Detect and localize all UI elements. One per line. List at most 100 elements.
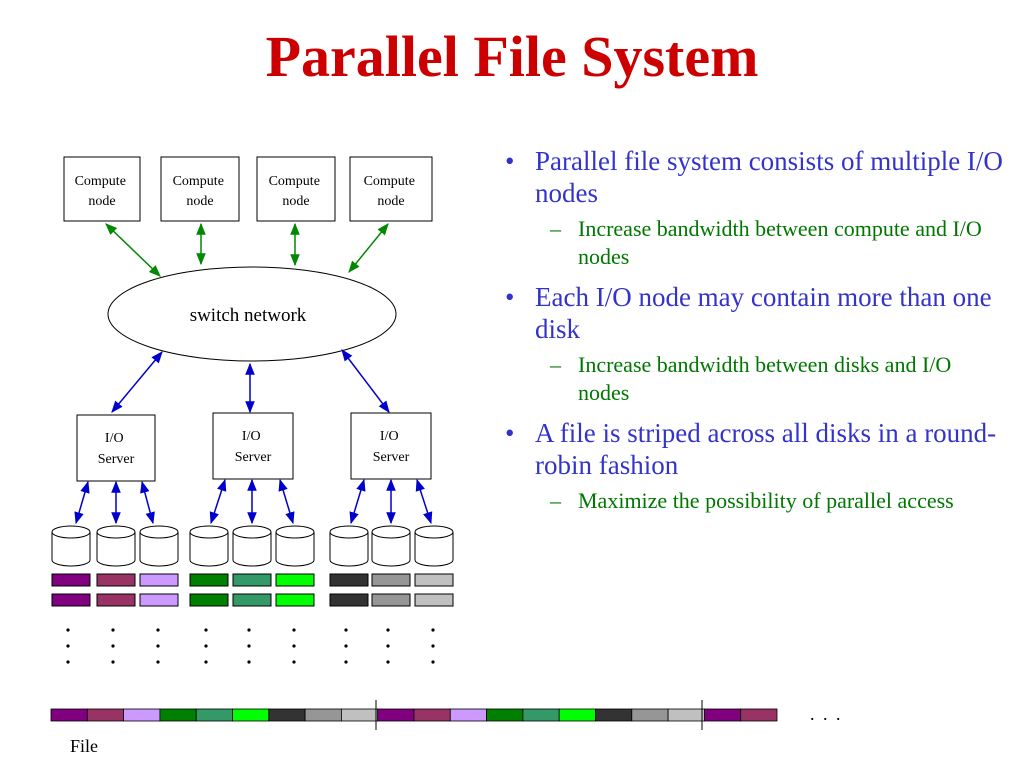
dot — [431, 644, 435, 648]
dot — [204, 660, 208, 664]
disk-icon — [139, 525, 179, 567]
stripe-block — [96, 573, 136, 587]
slide-title: Parallel File System — [265, 24, 759, 89]
file-stripe-block — [159, 708, 197, 722]
stripe-block — [96, 593, 136, 607]
io-server-label: Server — [373, 450, 410, 465]
sub-bullet-item: – Maximize the possibility of parallel a… — [493, 487, 1008, 515]
bullet-text: Parallel file system consists of multipl… — [535, 146, 1003, 208]
stripe-block — [189, 573, 229, 587]
disk-icon — [96, 525, 136, 567]
stripe-block — [329, 573, 369, 587]
file-stripe-block — [232, 708, 270, 722]
file-stripe-block — [667, 708, 705, 722]
dot — [292, 660, 296, 664]
file-stripe-block — [413, 708, 451, 722]
file-label: File — [70, 736, 98, 756]
dot — [111, 644, 115, 648]
dot — [66, 644, 70, 648]
file-stripe-block — [704, 708, 742, 722]
compute-node-label: node — [377, 194, 404, 209]
dot — [386, 644, 390, 648]
stripe-block — [51, 593, 91, 607]
dot — [247, 628, 251, 632]
dot — [344, 644, 348, 648]
compute-node-label: Compute — [269, 174, 320, 189]
compute-node-label: node — [88, 194, 115, 209]
svg-text:Compute node: Compute node — [173, 174, 228, 209]
svg-text:Compute node: Compute node — [75, 174, 130, 209]
file-stripe-block — [486, 708, 524, 722]
compute-node-label: Compute — [173, 174, 224, 189]
file-stripe-block — [195, 708, 233, 722]
compute-node: Compute node — [256, 156, 336, 222]
dot — [247, 644, 251, 648]
switch-network: switch network — [107, 266, 397, 362]
file-stripe-block — [123, 708, 161, 722]
dot — [431, 628, 435, 632]
bullet-marker: • — [505, 282, 515, 312]
stripe-block — [414, 573, 454, 587]
stripe-block — [139, 573, 179, 587]
dot — [111, 628, 115, 632]
disk-link-arrow — [278, 478, 295, 525]
bullet-item: • A file is striped across all disks in … — [493, 417, 1008, 481]
dot — [111, 660, 115, 664]
dash-marker: – — [550, 352, 561, 377]
dot — [431, 660, 435, 664]
continuation-dots — [66, 628, 435, 664]
dash-marker: – — [550, 488, 561, 513]
dot — [156, 644, 160, 648]
file-stripe-block — [50, 708, 88, 722]
dot — [386, 660, 390, 664]
dot — [156, 628, 160, 632]
compute-node-label: Compute — [364, 174, 415, 189]
dot — [386, 628, 390, 632]
io-link-arrow — [341, 349, 390, 413]
io-server-label: I/O — [380, 429, 399, 444]
disk-group — [51, 525, 454, 567]
stripe-block — [139, 593, 179, 607]
dot — [204, 628, 208, 632]
file-stripe-block — [558, 708, 596, 722]
bullet-list: • Parallel file system consists of multi… — [493, 145, 1008, 525]
file-stripe-block — [304, 708, 342, 722]
bullet-item: • Parallel file system consists of multi… — [493, 145, 1008, 209]
disk-link-arrow — [209, 478, 227, 525]
stripe-block — [414, 593, 454, 607]
dot — [66, 660, 70, 664]
sub-bullet-item: – Increase bandwidth between compute and… — [493, 215, 1008, 271]
stripe-block — [275, 593, 315, 607]
compute-node: Compute node — [160, 156, 240, 222]
disk-icon — [51, 525, 91, 567]
disk-icon — [329, 525, 369, 567]
io-server-label: I/O — [242, 429, 261, 444]
disk-icon — [275, 525, 315, 567]
file-stripe-block — [740, 708, 778, 722]
sub-bullet-text: Maximize the possibility of parallel acc… — [578, 488, 954, 513]
dot — [344, 628, 348, 632]
file-stripe-block — [340, 708, 379, 722]
file-stripe-bar — [50, 700, 778, 730]
bullet-text: Each I/O node may contain more than one … — [535, 282, 992, 344]
io-server-label: I/O — [105, 431, 124, 446]
stripe-block — [329, 593, 369, 607]
dot — [344, 660, 348, 664]
dot — [204, 644, 208, 648]
dot — [292, 628, 296, 632]
disk-link-arrow — [140, 480, 155, 525]
compute-node: Compute node — [349, 156, 433, 222]
dot — [66, 628, 70, 632]
dash-marker: – — [550, 216, 561, 241]
svg-text:Compute node: Compute node — [364, 174, 419, 209]
compute-node-label: node — [186, 194, 213, 209]
dot — [292, 644, 296, 648]
compute-node-label: Compute — [75, 174, 126, 189]
file-stripe-block — [449, 708, 487, 722]
bullet-text: A file is striped across all disks in a … — [535, 418, 997, 480]
dot — [156, 660, 160, 664]
stripe-block — [51, 573, 91, 587]
compute-link-arrow — [348, 223, 389, 273]
disk-icon — [414, 525, 454, 567]
